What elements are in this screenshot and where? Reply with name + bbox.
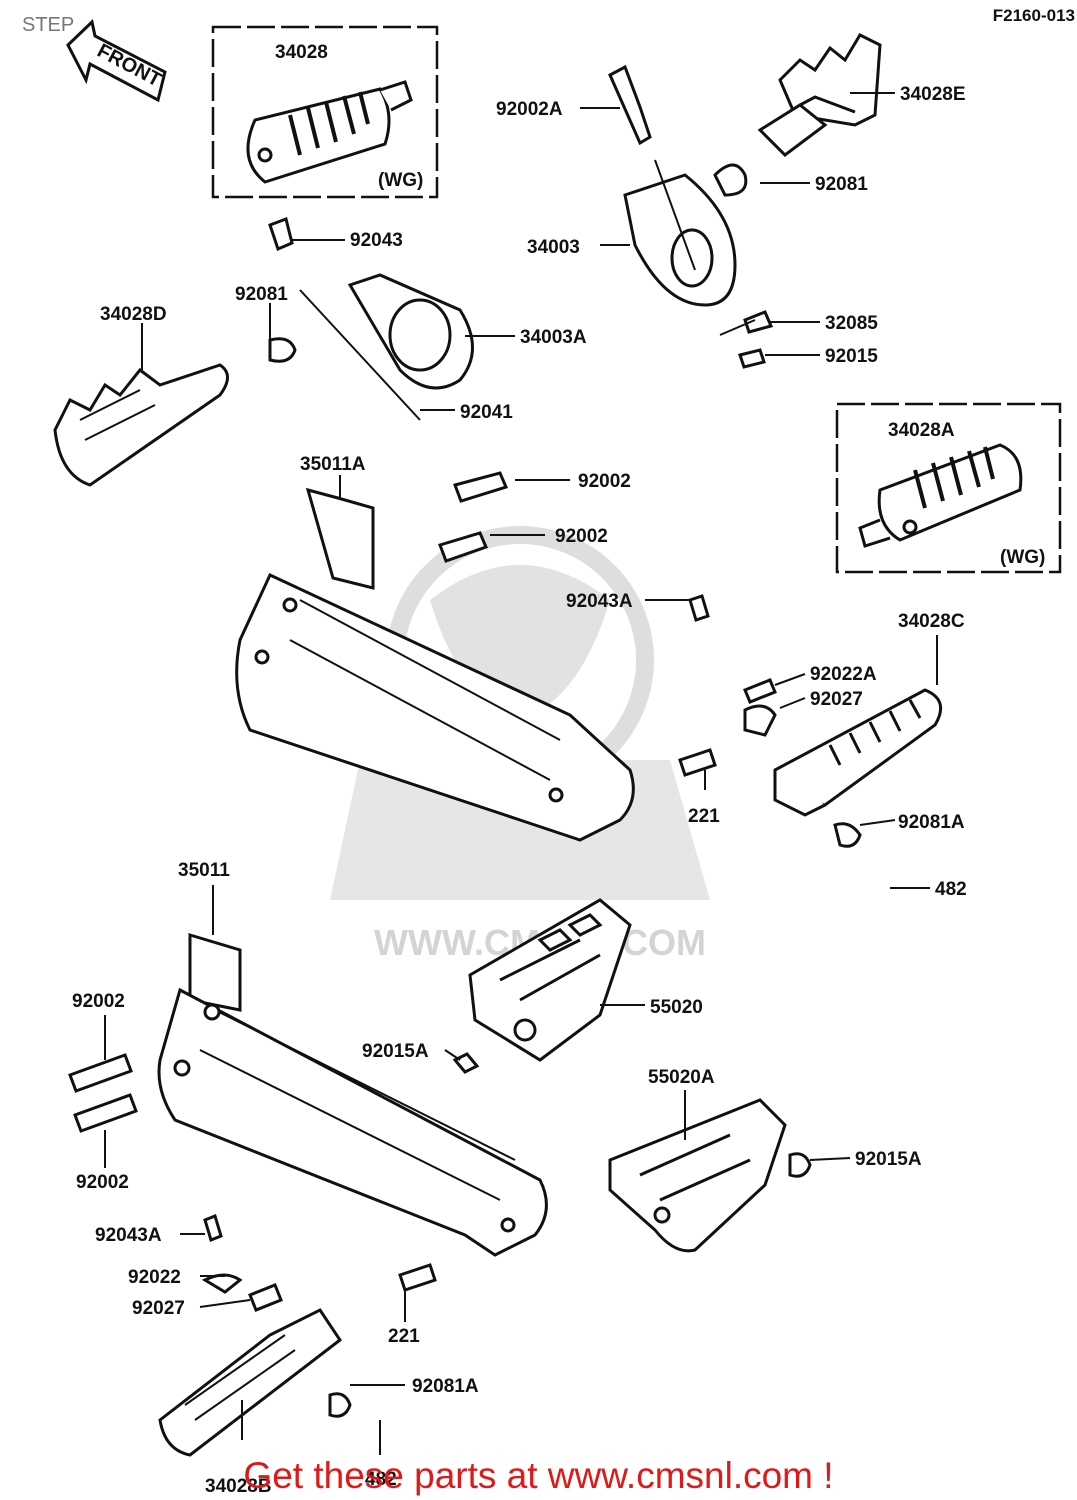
part-label-34003A: 34003A (520, 327, 587, 348)
footpeg-rubber-34028 (246, 80, 413, 184)
part-label-34028C: 34028C (898, 611, 965, 632)
front-arrow: FRONT (66, 19, 167, 103)
part-label-92027-left: 92027 (132, 1298, 185, 1319)
part-label-35011: 35011 (178, 860, 230, 881)
footpeg-34028B (158, 1213, 352, 1457)
part-label-92043: 92043 (350, 230, 403, 251)
part-label-92002-c: 92002 (72, 991, 125, 1012)
box-note-top: (WG) (378, 170, 423, 191)
part-label-34028B: 34028B (205, 1476, 272, 1497)
bracket-35011A (235, 471, 717, 842)
bracket-35011 (68, 932, 548, 1292)
box-label-34028A: 34028A (888, 420, 955, 441)
reference-code: F2160-013 (992, 6, 1075, 25)
part-label-34028E: 34028E (900, 84, 966, 105)
part-label-92022A: 92022A (810, 664, 877, 685)
part-label-92043A-right: 92043A (566, 591, 633, 612)
footpeg-34028E (757, 33, 882, 157)
part-label-482-left: 482 (365, 1469, 397, 1490)
part-label-92081-left: 92081 (235, 284, 288, 305)
footpeg-34028C (688, 594, 943, 848)
footpeg-rubber-34028A (858, 443, 1023, 548)
box-label-34028: 34028 (275, 42, 328, 63)
part-label-92022: 92022 (128, 1267, 181, 1288)
page-title: STEP (22, 14, 75, 36)
part-label-221-left: 221 (388, 1326, 420, 1347)
footpeg-box-top (211, 25, 439, 199)
part-label-92027-right: 92027 (810, 689, 863, 710)
heel-guard-55020A (608, 1098, 812, 1253)
part-label-55020: 55020 (650, 997, 703, 1018)
part-label-92081A-left: 92081A (412, 1376, 479, 1397)
part-label-34003: 34003 (527, 237, 580, 258)
part-label-92081A-right: 92081A (898, 812, 965, 833)
bracket-34003 (608, 64, 774, 369)
part-label-35011A: 35011A (300, 454, 366, 475)
part-label-92015: 92015 (825, 346, 878, 367)
part-label-92002A: 92002A (496, 99, 563, 120)
part-label-92002-a: 92002 (578, 471, 631, 492)
footpeg-box-right (835, 402, 1062, 574)
part-label-92043A-left: 92043A (95, 1225, 162, 1246)
footpeg-34028D (53, 363, 229, 487)
part-label-92081-top: 92081 (815, 174, 868, 195)
bracket-34003A (268, 217, 474, 421)
box-note-right: (WG) (1000, 547, 1045, 568)
heel-guard-55020 (452, 898, 632, 1074)
part-label-92015A-right: 92015A (855, 1149, 922, 1170)
part-label-32085: 32085 (825, 313, 878, 334)
part-label-221-right: 221 (688, 806, 720, 827)
part-label-34028D: 34028D (100, 304, 167, 325)
part-label-482-right: 482 (935, 879, 967, 900)
leader-lines (104, 92, 938, 1455)
part-label-92015A-left: 92015A (362, 1041, 429, 1062)
part-label-92041: 92041 (460, 402, 513, 423)
part-label-92002-d: 92002 (76, 1172, 129, 1193)
footer-promo-link[interactable]: Get these parts at www.cmsnl.com ! (243, 1455, 834, 1496)
part-label-55020A: 55020A (648, 1067, 715, 1088)
part-label-92002-b: 92002 (555, 526, 608, 547)
part-labels: 34028 (WG) 34028A (WG) 34028E 92002A 920… (72, 42, 1045, 1497)
